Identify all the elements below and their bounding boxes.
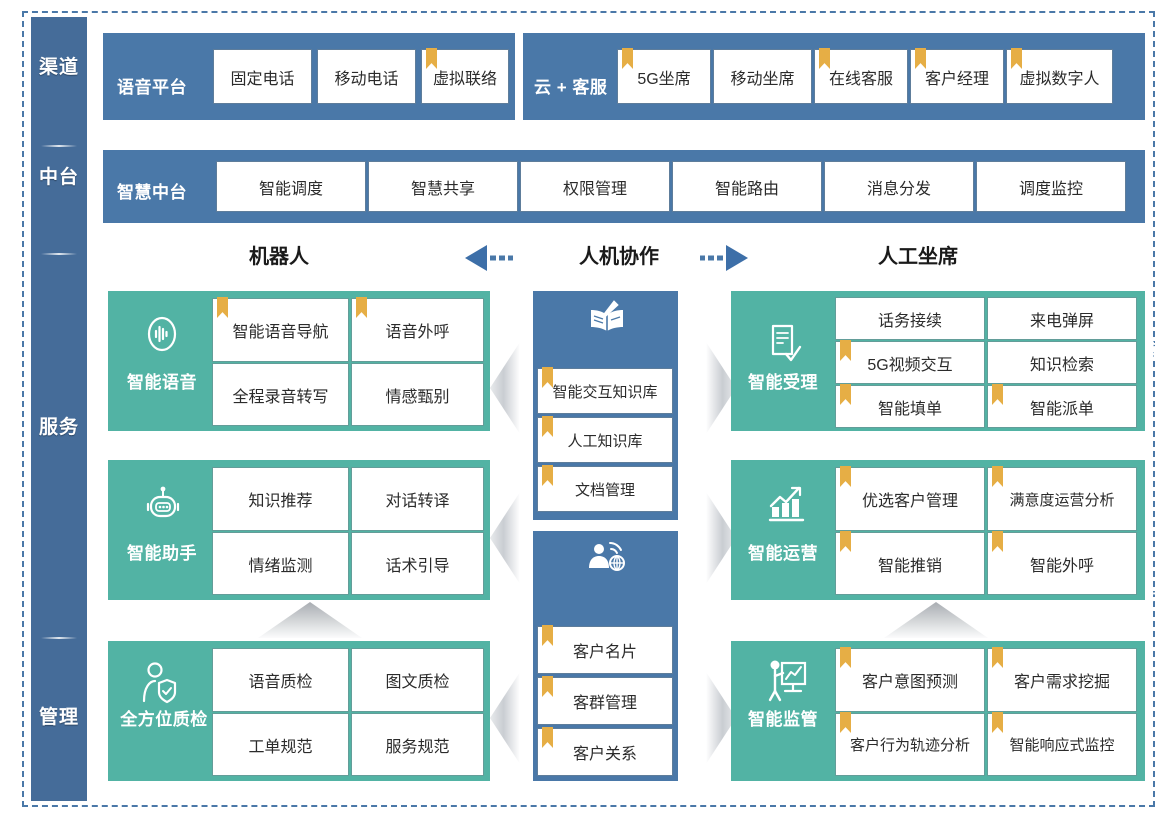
middle-platform-title: 智慧中台 xyxy=(117,183,187,202)
quality-chip-service-standard[interactable]: 服务规范 xyxy=(352,714,483,775)
platform-chip-intelligent-routing[interactable]: 智能路由 xyxy=(673,162,821,211)
knowledge-chip-interactive-kb[interactable]: 智能交互知识库 xyxy=(538,369,672,413)
assistant-chip-dialogue-translation[interactable]: 对话转译 xyxy=(352,468,483,530)
voice-chip-full-recording-transcription[interactable]: 全程录音转写 xyxy=(213,364,348,425)
book-pen-icon xyxy=(588,299,626,333)
supervision-chip-customer-demand-mining[interactable]: 客户需求挖掘 xyxy=(988,649,1136,711)
person-network-icon xyxy=(586,540,628,578)
acceptance-chip-incoming-popup[interactable]: 来电弹屏 xyxy=(988,298,1136,339)
service-group-intelligent-voice-title: 智能语音 xyxy=(127,373,197,392)
voice-chip-voice-outbound[interactable]: 语音外呼 xyxy=(352,299,483,361)
operation-chip-satisfaction-analysis[interactable]: 满意度运营分析 xyxy=(988,468,1136,530)
sidebar-divider-3 xyxy=(41,637,77,639)
acceptance-chip-5g-video-interaction[interactable]: 5G视频交互 xyxy=(836,342,984,383)
collab-label-human-machine: 人机协作 xyxy=(579,246,659,268)
channel-chip-fixed-phone[interactable]: 固定电话 xyxy=(214,50,311,103)
service-group-intelligent-assistant-title: 智能助手 xyxy=(127,544,197,563)
channel-group-voice-platform-title: 语音平台 xyxy=(117,78,187,97)
ecosystem-chip-customer-relationship[interactable]: 客户关系 xyxy=(538,729,672,775)
voice-chip-emotion-detection[interactable]: 情感甄别 xyxy=(352,364,483,425)
sidebar-item-channel[interactable]: 渠道 xyxy=(38,57,79,78)
quality-chip-ticket-standard[interactable]: 工单规范 xyxy=(213,714,348,775)
channel-chip-5g-seat[interactable]: 5G坐席 xyxy=(618,50,710,103)
supervision-chip-smart-responsive-monitoring[interactable]: 智能响应式监控 xyxy=(988,714,1136,775)
service-group-intelligent-acceptance-title: 智能受理 xyxy=(748,373,818,392)
sidebar-divider-2 xyxy=(41,253,77,255)
sidebar-divider-1 xyxy=(41,145,77,147)
acceptance-chip-smart-dispatch[interactable]: 智能派单 xyxy=(988,386,1136,427)
acceptance-chip-smart-form-filling[interactable]: 智能填单 xyxy=(836,386,984,427)
knowledge-chip-manual-kb[interactable]: 人工知识库 xyxy=(538,418,672,462)
acceptance-chip-call-continuation[interactable]: 话务接续 xyxy=(836,298,984,339)
channel-chip-mobile-seat[interactable]: 移动坐席 xyxy=(714,50,811,103)
ecosystem-chip-customer-card[interactable]: 客户名片 xyxy=(538,627,672,673)
operation-chip-smart-marketing[interactable]: 智能推销 xyxy=(836,533,984,594)
operation-chip-preferred-customer-management[interactable]: 优选客户管理 xyxy=(836,468,984,530)
platform-chip-smart-sharing[interactable]: 智慧共享 xyxy=(369,162,517,211)
sidebar-item-management[interactable]: 管理 xyxy=(38,707,79,728)
platform-chip-permission-management[interactable]: 权限管理 xyxy=(521,162,669,211)
assistant-chip-knowledge-recommend[interactable]: 知识推荐 xyxy=(213,468,348,530)
sidebar-item-service[interactable]: 服务 xyxy=(38,417,79,438)
sidebar: 渠道 中台 服务 管理 xyxy=(31,17,87,801)
person-shield-icon xyxy=(140,661,182,709)
platform-chip-message-distribution[interactable]: 消息分发 xyxy=(825,162,973,211)
ecosystem-chip-customer-group-management[interactable]: 客群管理 xyxy=(538,678,672,724)
supervision-chip-customer-intent-prediction[interactable]: 客户意图预测 xyxy=(836,649,984,711)
chart-growth-icon xyxy=(767,483,807,525)
channel-chip-virtual-human[interactable]: 虚拟数字人 xyxy=(1007,50,1112,103)
arrow-right-dashed-icon xyxy=(692,243,748,273)
quality-chip-text-image-inspection[interactable]: 图文质检 xyxy=(352,649,483,711)
channel-chip-online-service[interactable]: 在线客服 xyxy=(815,50,907,103)
quality-chip-voice-inspection[interactable]: 语音质检 xyxy=(213,649,348,711)
arrow-left-dashed-icon xyxy=(465,243,521,273)
sidebar-item-platform[interactable]: 中台 xyxy=(38,167,79,188)
voice-wave-icon xyxy=(143,312,181,356)
robot-icon xyxy=(143,486,183,528)
diagram-outer-border xyxy=(22,11,1155,807)
assistant-chip-emotion-monitoring[interactable]: 情绪监测 xyxy=(213,533,348,594)
acceptance-chip-knowledge-search[interactable]: 知识检索 xyxy=(988,342,1136,383)
channel-group-cloud-service-title: 云 + 客服 xyxy=(534,78,608,97)
collab-label-human-seat: 人工坐席 xyxy=(878,246,958,268)
service-group-intelligent-operation-title: 智能运营 xyxy=(748,544,818,563)
service-group-quality-inspection-title: 全方位质检 xyxy=(120,710,208,729)
platform-chip-dispatch-monitoring[interactable]: 调度监控 xyxy=(977,162,1125,211)
supervision-chip-customer-behavior-analysis[interactable]: 客户行为轨迹分析 xyxy=(836,714,984,775)
channel-chip-virtual-contact[interactable]: 虚拟联络 xyxy=(422,50,508,103)
presenter-board-icon xyxy=(766,657,808,705)
document-check-icon xyxy=(768,323,804,365)
platform-chip-intelligent-dispatch[interactable]: 智能调度 xyxy=(217,162,365,211)
channel-chip-mobile-phone[interactable]: 移动电话 xyxy=(318,50,415,103)
collab-label-robot: 机器人 xyxy=(249,246,309,268)
service-group-intelligent-supervision-title: 智能监管 xyxy=(748,710,818,729)
operation-chip-smart-outbound[interactable]: 智能外呼 xyxy=(988,533,1136,594)
assistant-chip-script-guidance[interactable]: 话术引导 xyxy=(352,533,483,594)
voice-chip-smart-voice-navigation[interactable]: 智能语音导航 xyxy=(213,299,348,361)
knowledge-chip-document-management[interactable]: 文档管理 xyxy=(538,467,672,511)
channel-chip-account-manager[interactable]: 客户经理 xyxy=(911,50,1003,103)
